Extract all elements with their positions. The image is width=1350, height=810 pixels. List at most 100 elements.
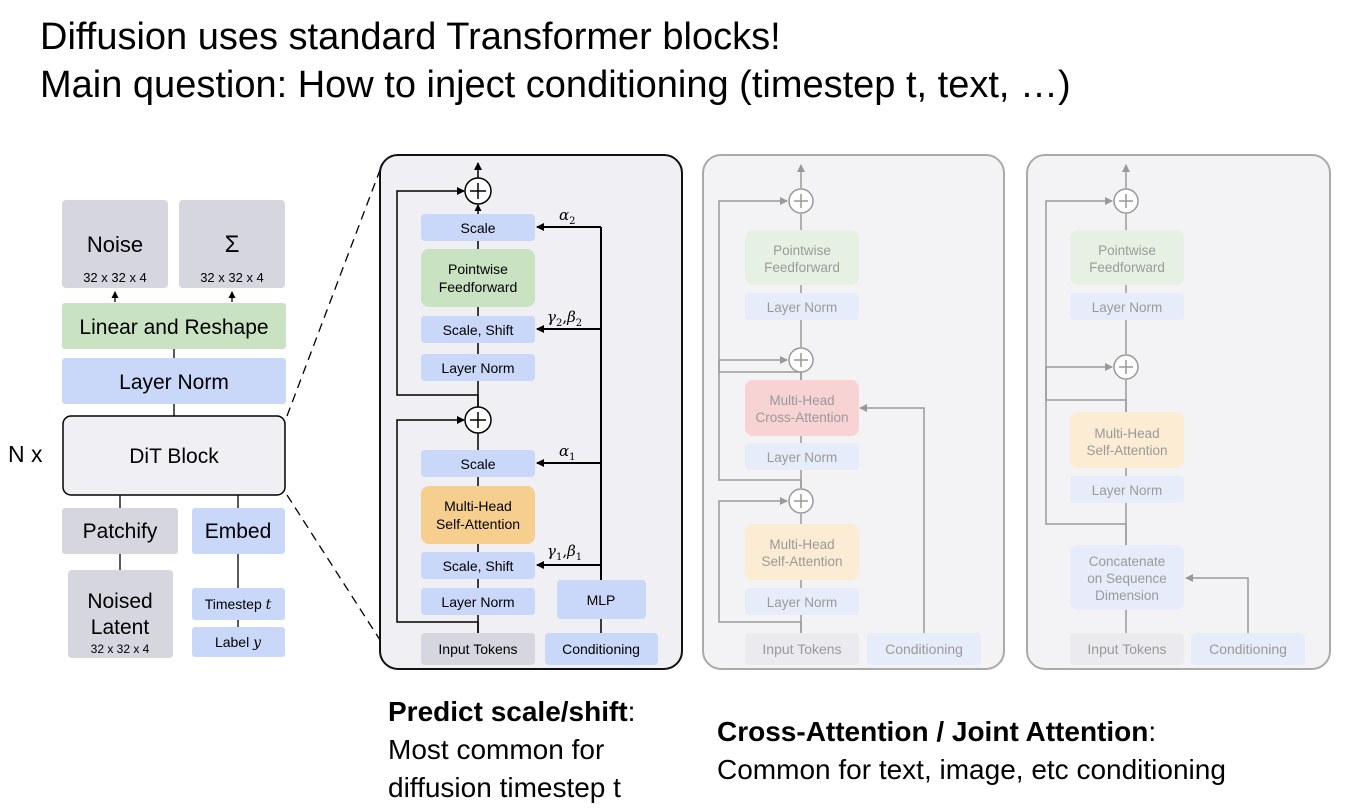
layer-norm-box-1 bbox=[421, 588, 535, 615]
patchify-box bbox=[62, 508, 178, 554]
gamma-beta1-label: γ1,β1 bbox=[547, 542, 582, 563]
layer-norm-box-2 bbox=[421, 354, 535, 381]
patchify-label: Patchify bbox=[83, 520, 158, 543]
scale-shift-label-1: Scale, Shift bbox=[443, 558, 514, 574]
caption-cross-joint-heading: Cross-Attention / Joint Attention: bbox=[717, 716, 1157, 747]
cross-pointwise-ff-label-1: Pointwise bbox=[773, 243, 831, 258]
joint-concat-label-2: on Sequence bbox=[1087, 571, 1167, 586]
joint-layer-norm-label-1: Layer Norm bbox=[1092, 483, 1163, 498]
zoom-line-top bbox=[286, 169, 381, 417]
cross-mhsa-label-1: Multi-Head bbox=[769, 537, 834, 552]
title-line-1: Diffusion uses standard Transformer bloc… bbox=[40, 16, 781, 58]
cross-mhsa-box bbox=[745, 524, 859, 580]
embed-box bbox=[192, 508, 285, 554]
cross-pointwise-ff-label-2: Feedforward bbox=[764, 260, 840, 275]
sigma-size-label: 32 x 32 x 4 bbox=[200, 270, 264, 285]
joint-concat-label-1: Concatenate bbox=[1089, 554, 1166, 569]
joint-pointwise-ff-label-1: Pointwise bbox=[1098, 243, 1156, 258]
linear-reshape-box bbox=[62, 303, 286, 349]
joint-pointwise-ff-box bbox=[1070, 230, 1184, 285]
sigma-box bbox=[179, 200, 285, 288]
joint-mhsa-label-2: Self-Attention bbox=[1086, 443, 1167, 458]
joint-layer-norm-box-2 bbox=[1070, 293, 1184, 320]
pointwise-ff-box bbox=[421, 249, 535, 307]
pointwise-ff-label-2: Feedforward bbox=[439, 279, 518, 295]
alpha2-label: α2 bbox=[559, 206, 576, 227]
scale-shift-box-2 bbox=[421, 316, 535, 343]
scale-shift-box-1 bbox=[421, 552, 535, 579]
joint-layer-norm-box-1 bbox=[1070, 476, 1184, 503]
joint-conditioning-box bbox=[1191, 633, 1305, 665]
scale-shift-label-2: Scale, Shift bbox=[443, 322, 514, 338]
mhsa-label-1: Multi-Head bbox=[444, 498, 512, 514]
caption-scale-shift-heading: Predict scale/shift: bbox=[388, 696, 636, 727]
label-box bbox=[192, 627, 285, 657]
layer-norm-label-2: Layer Norm bbox=[441, 360, 514, 376]
noised-latent-box bbox=[68, 570, 173, 658]
layer-norm-box bbox=[62, 358, 286, 404]
cross-input-tokens-label: Input Tokens bbox=[762, 641, 841, 657]
mlp-label: MLP bbox=[587, 592, 616, 608]
joint-mhsa-box bbox=[1070, 412, 1184, 468]
scale-label-2: Scale bbox=[460, 220, 495, 236]
caption-scale-shift-line-2: Most common for bbox=[388, 734, 605, 765]
mlp-box bbox=[557, 580, 646, 619]
linear-reshape-label: Linear and Reshape bbox=[79, 316, 268, 339]
joint-attention-panel: Pointwise Feedforward Layer Norm Multi-H… bbox=[1026, 154, 1331, 670]
repeat-label: N x bbox=[8, 441, 43, 467]
cross-input-tokens-box bbox=[745, 633, 859, 665]
joint-mhsa-label-1: Multi-Head bbox=[1094, 426, 1159, 441]
cross-attention-panel: Pointwise Feedforward Layer Norm Multi-H… bbox=[702, 154, 1005, 670]
sigma-label: Σ bbox=[225, 231, 240, 258]
embed-label: Embed bbox=[205, 520, 272, 543]
joint-conditioning-label: Conditioning bbox=[1209, 641, 1287, 657]
caption-scale-shift: Predict scale/shift: Most common for dif… bbox=[388, 693, 635, 807]
gamma-beta2-label: γ2,β2 bbox=[547, 308, 582, 329]
cross-layer-norm-label-3: Layer Norm bbox=[767, 300, 838, 315]
dit-overview: Noise 32 x 32 x 4 Σ 32 x 32 x 4 Linear a… bbox=[8, 169, 381, 658]
mhsa-box bbox=[421, 486, 535, 544]
joint-layer-norm-label-2: Layer Norm bbox=[1092, 300, 1163, 315]
cross-pointwise-ff-box bbox=[745, 230, 859, 285]
cross-mhca-label-2: Cross-Attention bbox=[755, 410, 848, 425]
cross-mhca-label-1: Multi-Head bbox=[769, 393, 834, 408]
dit-block-box bbox=[62, 415, 286, 496]
alpha1-label: α1 bbox=[559, 442, 576, 463]
label-label: Label y bbox=[215, 634, 262, 651]
scale-box-1 bbox=[421, 450, 535, 477]
caption-scale-shift-line-3: diffusion timestep t bbox=[388, 772, 621, 803]
title-line-2: Main question: How to inject conditionin… bbox=[40, 64, 1071, 106]
timestep-label: Timestep t bbox=[205, 596, 272, 613]
cross-conditioning-label: Conditioning bbox=[885, 641, 963, 657]
cross-layer-norm-box-1 bbox=[745, 588, 859, 615]
cross-layer-norm-label-2: Layer Norm bbox=[767, 450, 838, 465]
layer-norm-label: Layer Norm bbox=[119, 371, 229, 394]
joint-concat-box bbox=[1070, 545, 1184, 610]
timestep-box bbox=[192, 588, 285, 620]
noise-label: Noise bbox=[87, 232, 143, 257]
joint-pointwise-ff-label-2: Feedforward bbox=[1089, 260, 1165, 275]
conditioning-box bbox=[545, 633, 658, 665]
cross-mhsa-label-2: Self-Attention bbox=[761, 554, 842, 569]
noise-size-label: 32 x 32 x 4 bbox=[83, 270, 147, 285]
cross-layer-norm-box-2 bbox=[745, 443, 859, 470]
pointwise-ff-label-1: Pointwise bbox=[448, 261, 508, 277]
joint-input-tokens-box bbox=[1070, 633, 1184, 665]
conditioning-label: Conditioning bbox=[562, 641, 640, 657]
noised-latent-label-1: Noised bbox=[87, 590, 152, 613]
layer-norm-label-1: Layer Norm bbox=[441, 594, 514, 610]
dit-block-label: DiT Block bbox=[129, 445, 219, 468]
noised-latent-size-label: 32 x 32 x 4 bbox=[91, 642, 150, 656]
joint-concat-label-3: Dimension bbox=[1095, 588, 1159, 603]
input-tokens-box bbox=[421, 633, 535, 665]
noised-latent-label-2: Latent bbox=[91, 616, 150, 639]
cross-layer-norm-box-3 bbox=[745, 293, 859, 320]
cross-conditioning-box bbox=[867, 633, 981, 665]
caption-cross-joint-line-2: Common for text, image, etc conditioning bbox=[717, 754, 1226, 785]
zoom-line-bottom bbox=[286, 494, 381, 641]
joint-input-tokens-label: Input Tokens bbox=[1087, 641, 1166, 657]
input-tokens-label: Input Tokens bbox=[438, 641, 517, 657]
adaln-panel: Scale Pointwise Feedforward Scale, Shift… bbox=[379, 154, 683, 670]
mhsa-label-2: Self-Attention bbox=[436, 516, 520, 532]
